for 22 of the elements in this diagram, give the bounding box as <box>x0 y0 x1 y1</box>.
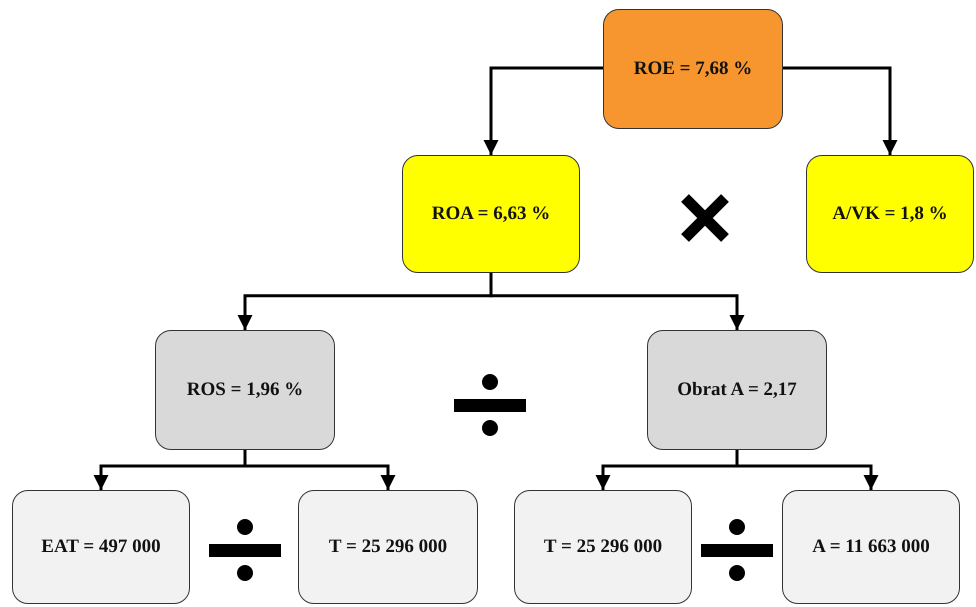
metric-box <box>647 330 827 450</box>
metric-box <box>12 490 190 604</box>
metric-label: ROS = 1,96 % <box>186 379 304 401</box>
metric-box <box>806 155 974 273</box>
arrow <box>490 273 744 330</box>
arrow <box>783 66 898 155</box>
metric-box <box>514 490 692 604</box>
metric-box <box>155 330 335 450</box>
metric-box <box>402 155 580 273</box>
metric-label: ROA = 6,63 % <box>432 203 550 225</box>
metric-label: ROE = 7,68 % <box>634 58 752 80</box>
metric-box <box>603 9 783 129</box>
metric-label: A = 11 663 000 <box>812 536 930 558</box>
metric-label: Obrat A = 2,17 <box>677 379 797 401</box>
metric-box <box>298 490 478 604</box>
metric-label: T = 25 296 000 <box>544 536 662 558</box>
arrow <box>244 450 396 490</box>
arrow <box>484 66 603 155</box>
metric-box <box>782 490 960 604</box>
metric-label: EAT = 497 000 <box>41 536 161 558</box>
metric-label: T = 25 296 000 <box>328 536 448 558</box>
metric-label: A/VK = 1,8 % <box>832 203 948 225</box>
